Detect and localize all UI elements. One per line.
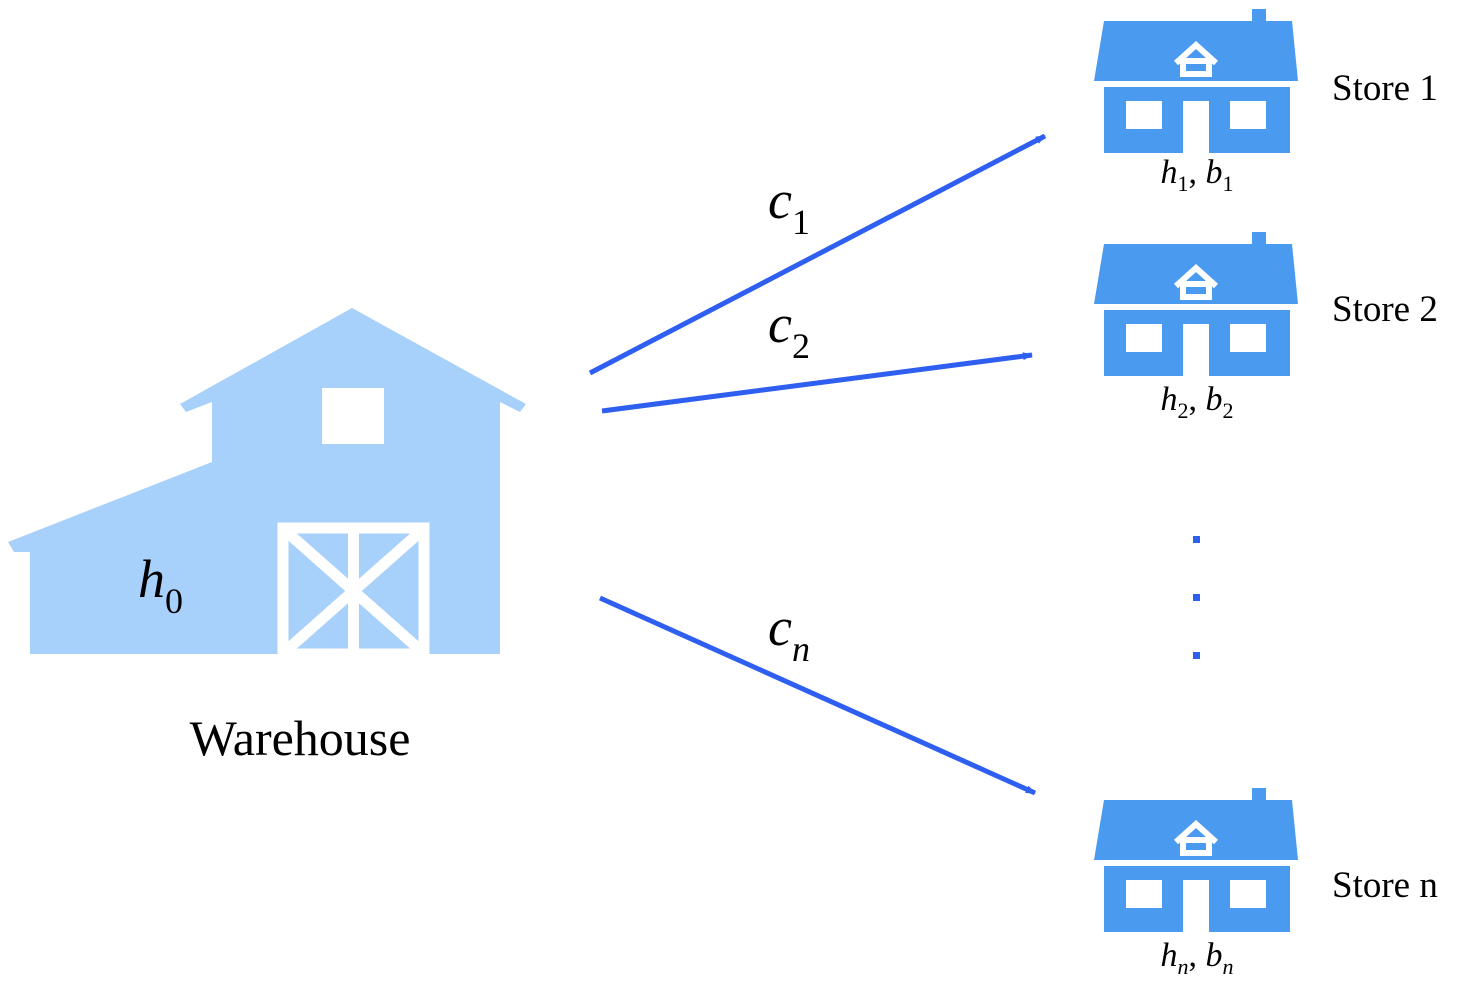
store-1: h1, b1 Store 1 [1094,9,1438,196]
warehouse-holding-cost: h0 [138,549,183,621]
store-2-label: Store 2 [1332,289,1438,330]
store-1-params: h1, b1 [1161,154,1234,196]
warehouse: h0 Warehouse [8,308,526,766]
store-2-params: h2, b2 [1161,381,1234,423]
store-n-label: Store n [1332,865,1438,906]
warehouse-label: Warehouse [190,710,411,766]
route-arrow-2 [601,352,1033,414]
routes: c1 c2 cn [588,133,1047,796]
store-icon [1094,232,1298,376]
store-icon [1094,788,1298,932]
route-arrow-1 [588,133,1047,376]
store-n-params: hn, bn [1161,937,1234,979]
route-cost-n: cn [768,597,810,669]
barn-icon [8,308,526,660]
store-1-label: Store 1 [1332,68,1438,109]
vertical-ellipsis [1193,536,1200,659]
store-icon [1094,9,1298,153]
route-arrow-n [598,595,1037,796]
route-cost-2: c2 [768,294,810,366]
store-n: hn, bn Store n [1094,788,1438,979]
route-cost-1: c1 [768,170,810,242]
store-2: h2, b2 Store 2 [1094,232,1438,423]
